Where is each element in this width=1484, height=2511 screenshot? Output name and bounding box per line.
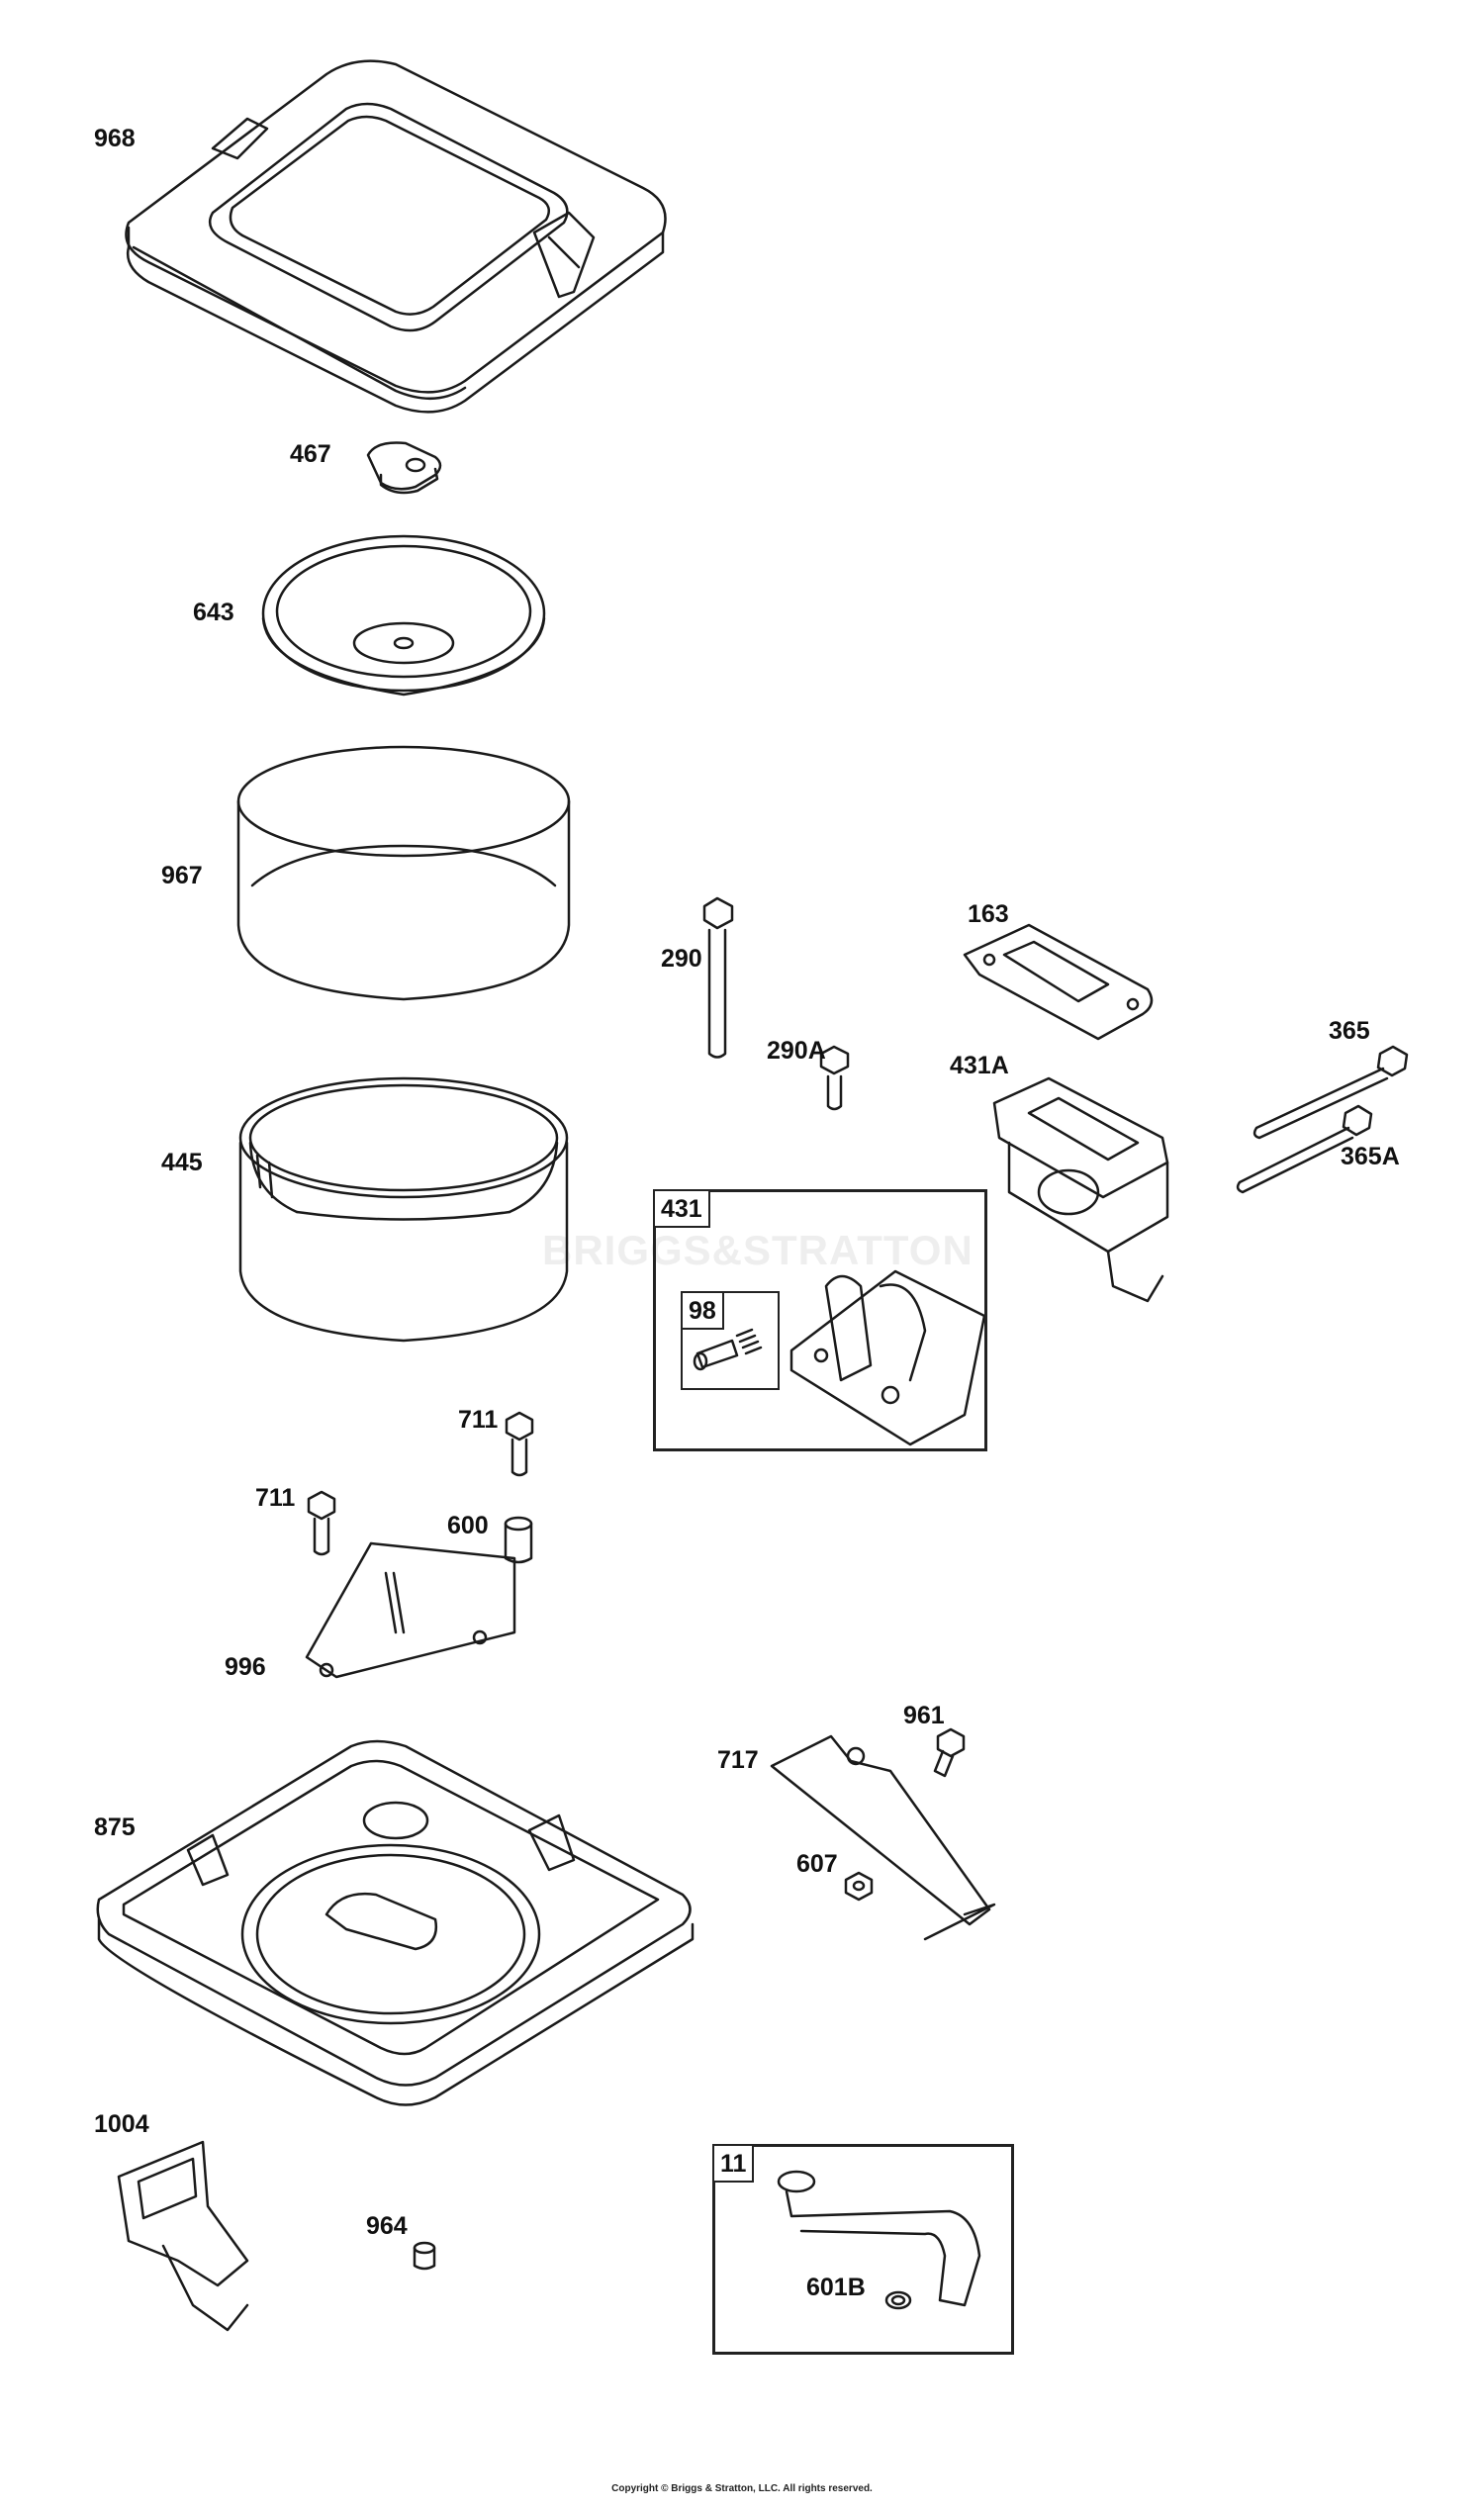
- part-290-bolt-drawing: [702, 896, 734, 1059]
- part-365-bolt-drawing: [1252, 1045, 1409, 1140]
- part-964-cap-drawing: [413, 2241, 436, 2271]
- part-label-968: 968: [94, 125, 136, 152]
- part-968-cover-drawing: [125, 59, 667, 414]
- part-label-967: 967: [161, 862, 203, 889]
- part-431-carb-drawing: [789, 1269, 986, 1446]
- part-label-431A: 431A: [950, 1052, 1009, 1079]
- part-label-1004: 1004: [94, 2110, 149, 2138]
- kit-431-box: [653, 1189, 987, 1451]
- part-label-445: 445: [161, 1149, 203, 1176]
- part-label-290: 290: [661, 945, 702, 973]
- part-711-bolt-lower-drawing: [307, 1490, 336, 1556]
- part-961-screw-drawing: [933, 1727, 966, 1778]
- kit-11-box: [712, 2144, 1014, 2355]
- copyright-notice: Copyright © Briggs & Stratton, LLC. All …: [611, 2483, 873, 2494]
- part-label-643: 643: [193, 599, 234, 626]
- watermark: BRIGGS&STRATTON: [542, 1227, 974, 1273]
- part-996-bracket-drawing: [305, 1541, 516, 1679]
- part-label-601B: 601B: [806, 2274, 866, 2301]
- part-label-365: 365: [1329, 1017, 1370, 1045]
- part-98-screw-drawing: [693, 1328, 763, 1371]
- part-431A-adapter-drawing: [992, 1076, 1169, 1303]
- part-643-plate-drawing: [261, 534, 546, 697]
- part-label-467: 467: [290, 440, 331, 468]
- part-label-717: 717: [717, 1746, 759, 1774]
- part-label-875: 875: [94, 1814, 136, 1841]
- part-label-711-upper: 711: [458, 1406, 499, 1434]
- part-label-711-lower: 711: [255, 1484, 296, 1512]
- part-711-bolt-upper-drawing: [505, 1411, 534, 1477]
- part-label-607: 607: [796, 1850, 838, 1878]
- part-607-nut-drawing: [844, 1871, 874, 1902]
- part-467-knob-drawing: [366, 441, 442, 495]
- part-1004-duct-drawing: [117, 2140, 249, 2332]
- part-label-600: 600: [447, 1512, 489, 1539]
- part-600-spacer-drawing: [504, 1516, 533, 1564]
- part-445-filter-drawing: [238, 1076, 569, 1343]
- part-label-365A: 365A: [1341, 1143, 1400, 1170]
- part-label-996: 996: [225, 1653, 266, 1681]
- part-717-bracket-drawing: [770, 1734, 996, 1941]
- part-365A-bolt-drawing: [1236, 1104, 1373, 1194]
- part-290A-bolt-drawing: [819, 1045, 850, 1111]
- part-label-964: 964: [366, 2212, 408, 2240]
- part-label-290A: 290A: [767, 1037, 826, 1065]
- part-11-tube-drawing: [777, 2170, 981, 2307]
- part-601B-clamp-drawing: [884, 2290, 912, 2310]
- part-label-163: 163: [968, 900, 1009, 928]
- kit-431-label: 431: [653, 1189, 710, 1228]
- part-label-961: 961: [903, 1702, 945, 1729]
- kit-11-label: 11: [712, 2144, 755, 2183]
- kit-98-box: [681, 1291, 780, 1390]
- part-967-precleaner-drawing: [236, 745, 571, 1001]
- kit-98-label: 98: [681, 1291, 724, 1330]
- part-875-base-drawing: [96, 1739, 695, 2106]
- part-163-gasket-drawing: [963, 923, 1154, 1041]
